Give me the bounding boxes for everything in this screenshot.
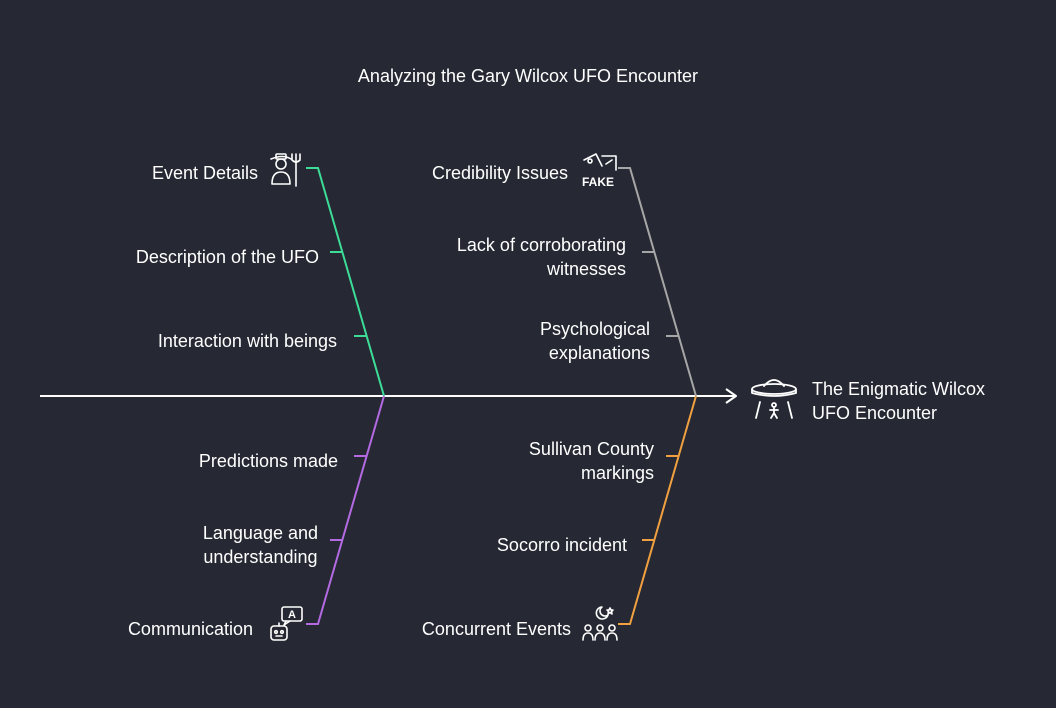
cause-socorro-incident: Socorro incident bbox=[496, 535, 627, 555]
head-label-line2: UFO Encounter bbox=[812, 403, 938, 423]
category-label-credibility-issues: Credibility Issues bbox=[431, 163, 568, 183]
svg-text:A: A bbox=[288, 609, 296, 621]
bone-communication bbox=[306, 395, 385, 625]
cause-sullivan-line1: Sullivan County bbox=[528, 439, 654, 459]
cause-description-of-ufo: Description of the UFO bbox=[135, 247, 319, 267]
diagram-title: Analyzing the Gary Wilcox UFO Encounter bbox=[357, 66, 699, 86]
category-label-event-details: Event Details bbox=[151, 163, 258, 183]
cause-psychological-line2: explanations bbox=[548, 343, 650, 363]
cause-psychological-explanations: Psychological explanations bbox=[540, 317, 650, 365]
bone-credibility-issues bbox=[618, 167, 697, 397]
bone-concurrent-events bbox=[618, 395, 697, 625]
svg-text:FAKE: FAKE bbox=[582, 175, 614, 189]
cause-sullivan-line2: markings bbox=[580, 463, 654, 483]
cause-interaction-with-beings: Interaction with beings bbox=[157, 331, 337, 351]
cause-lack-of-witnesses-line2: witnesses bbox=[546, 259, 626, 279]
cause-language-line1: Language and bbox=[202, 523, 318, 543]
robot-speech-icon: A bbox=[266, 604, 306, 644]
bone-event-details bbox=[306, 167, 385, 397]
cause-language-understanding: Language and understanding bbox=[203, 521, 318, 569]
cause-language-line2: understanding bbox=[203, 547, 318, 567]
category-label-communication: Communication bbox=[127, 619, 253, 639]
cause-lack-of-witnesses-line1: Lack of corroborating bbox=[456, 235, 626, 255]
farmer-pitchfork-icon bbox=[266, 150, 306, 190]
spine-arrowhead bbox=[725, 388, 737, 404]
crowd-night-icon bbox=[580, 604, 620, 644]
cause-lack-of-witnesses: Lack of corroborating witnesses bbox=[457, 233, 626, 281]
category-label-concurrent-events: Concurrent Events bbox=[421, 619, 571, 639]
head-label-line1: The Enigmatic Wilcox bbox=[812, 379, 986, 399]
ufo-abduction-icon bbox=[750, 372, 798, 420]
head-label: The Enigmatic Wilcox UFO Encounter bbox=[812, 377, 985, 425]
cause-sullivan-county-markings: Sullivan County markings bbox=[529, 437, 654, 485]
cause-psychological-line1: Psychological bbox=[539, 319, 650, 339]
cause-predictions-made: Predictions made bbox=[198, 451, 338, 471]
fake-photo-icon: FAKE bbox=[580, 150, 620, 190]
